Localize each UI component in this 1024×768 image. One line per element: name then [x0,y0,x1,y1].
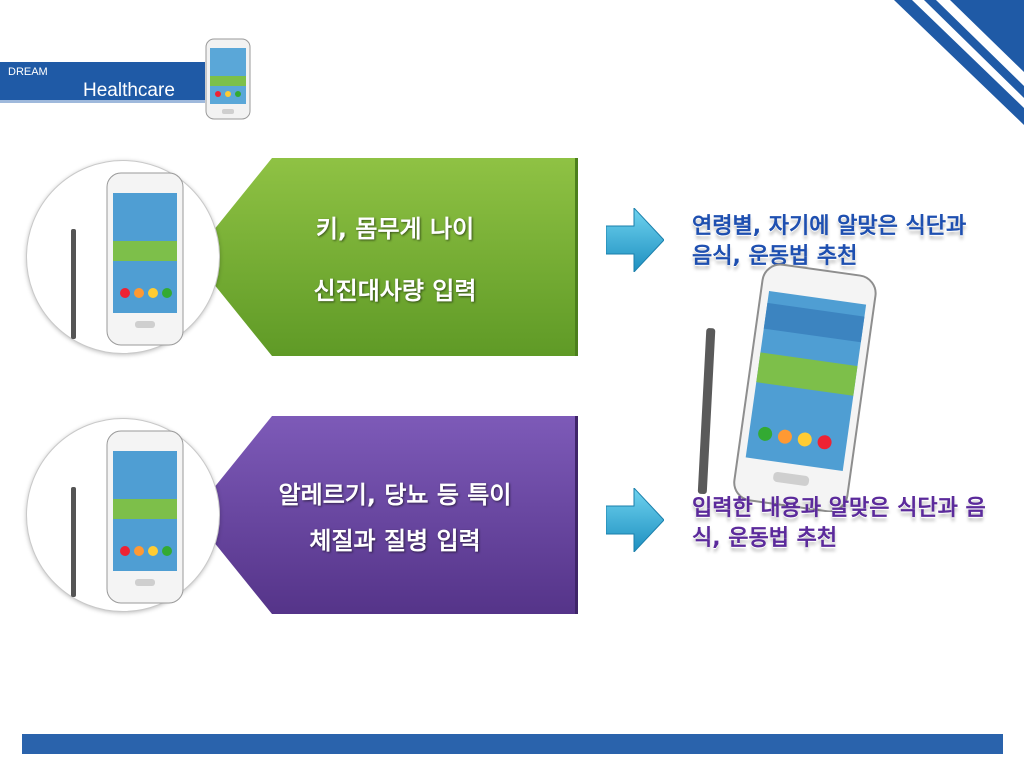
row-2-result: 입력한 내용과 알맞은 식단과 음식, 운동법 추천 [692,496,986,551]
smartphone-with-stylus-icon [71,172,184,346]
purple-input-panel [192,416,578,614]
smartphone-with-stylus-icon [71,430,184,604]
header-underline [0,100,205,103]
row-2-line-2: 체질과 질병 입력 [309,527,481,555]
brand-small-label: DREAM [8,66,48,78]
header-bar [0,62,205,100]
device-circle [26,418,220,612]
corner-stripes [894,0,1024,125]
green-input-panel [192,158,578,356]
arrow-right-icon [606,488,664,552]
brand-main-label: Healthcare [83,80,175,101]
arrow-right-icon [606,208,664,272]
row-1-line-1: 키, 몸무게 나이 [315,215,475,243]
device-circle [26,160,220,354]
header-phone-icon [205,38,251,120]
row-2-line-1: 알레르기, 당뇨 등 특이 [278,481,512,509]
row-1-line-2: 신진대사량 입력 [313,277,477,305]
footer-bar [22,734,1003,754]
large-phone-icon [697,263,877,512]
